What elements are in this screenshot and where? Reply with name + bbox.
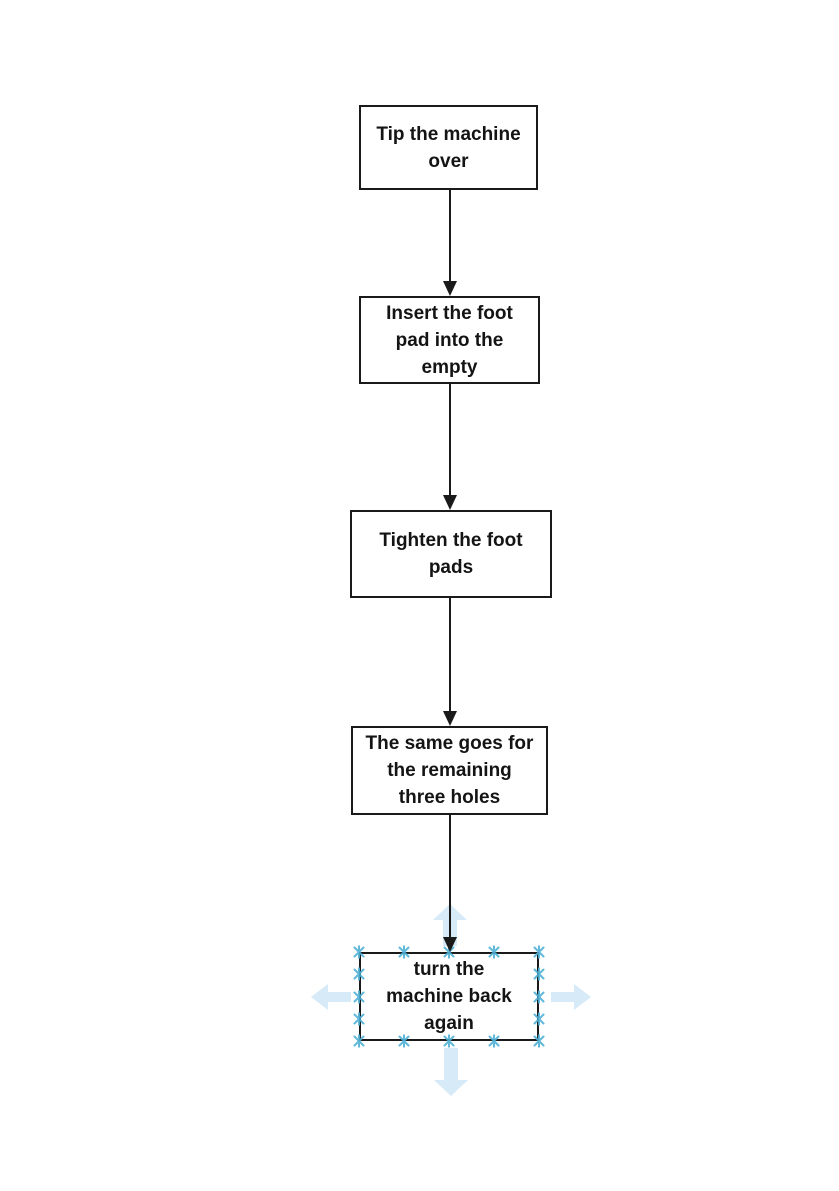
selection-handle[interactable]	[533, 967, 546, 981]
flowchart-node-step-5[interactable]: turn the machine back again	[359, 952, 539, 1041]
selection-handle[interactable]	[353, 990, 366, 1003]
selection-handle[interactable]	[533, 945, 546, 959]
selection-handle[interactable]	[353, 1012, 366, 1026]
connector-line	[449, 815, 451, 939]
selection-handles	[353, 945, 545, 1048]
selection-handle[interactable]	[533, 990, 546, 1003]
selection-handle[interactable]	[488, 945, 501, 959]
autoconnect-arrow-down-icon[interactable]	[434, 1048, 468, 1096]
selection-handle[interactable]	[533, 1012, 546, 1026]
selection-handle[interactable]	[488, 1034, 501, 1048]
autoconnect-arrow-right-icon[interactable]	[551, 984, 591, 1010]
selection-handle[interactable]	[398, 1034, 411, 1048]
flowchart-node-step-2[interactable]: Insert the foot pad into the empty	[359, 296, 540, 384]
selection-handle[interactable]	[353, 1034, 366, 1048]
selection-handle[interactable]	[353, 945, 366, 959]
arrowhead-down-icon	[443, 495, 457, 510]
selection-handle[interactable]	[533, 1034, 546, 1048]
connector-line	[449, 384, 451, 497]
flowchart-node-step-1[interactable]: Tip the machine over	[359, 105, 538, 190]
flowchart-node-step-4[interactable]: The same goes for the remaining three ho…	[351, 726, 548, 815]
selection-handle[interactable]	[353, 967, 366, 981]
connector-line	[449, 190, 451, 283]
flowchart-node-step-3[interactable]: Tighten the foot pads	[350, 510, 552, 598]
autoconnect-arrow-left-icon[interactable]	[311, 984, 351, 1010]
selection-handle[interactable]	[443, 1034, 456, 1048]
arrowhead-down-icon	[443, 281, 457, 296]
arrowhead-down-icon	[443, 937, 457, 952]
selection-handle[interactable]	[398, 945, 411, 959]
arrowhead-down-icon	[443, 711, 457, 726]
connector-line	[449, 598, 451, 713]
